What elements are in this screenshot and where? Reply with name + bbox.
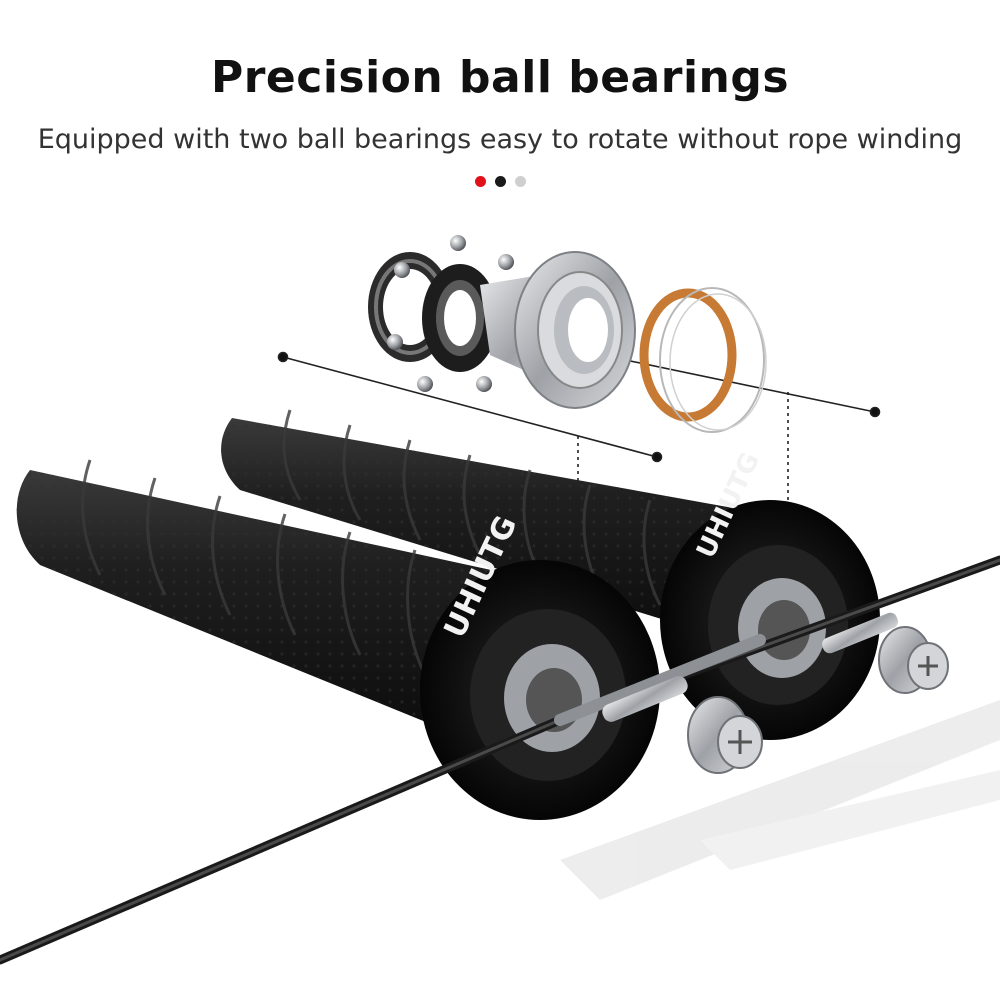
bearing-housing (480, 251, 636, 409)
slide-dot-1[interactable] (474, 176, 486, 187)
page-subtitle: Equipped with two ball bearings easy to … (37, 124, 963, 155)
steel-balls (387, 235, 514, 392)
gasket-rings (639, 287, 767, 433)
page-title: Precision ball bearings (210, 52, 790, 103)
steel-cable (0, 555, 1000, 965)
swivel-screws (602, 612, 949, 774)
slide-dot-2[interactable] (494, 176, 506, 187)
floor-shadow (560, 700, 1000, 900)
inner-race (422, 264, 498, 372)
slide-dot-3[interactable] (514, 176, 526, 187)
handle-back: UHIUTG (221, 409, 880, 740)
slide-indicator (0, 176, 1000, 187)
bearing-exploded-view (277, 235, 881, 600)
